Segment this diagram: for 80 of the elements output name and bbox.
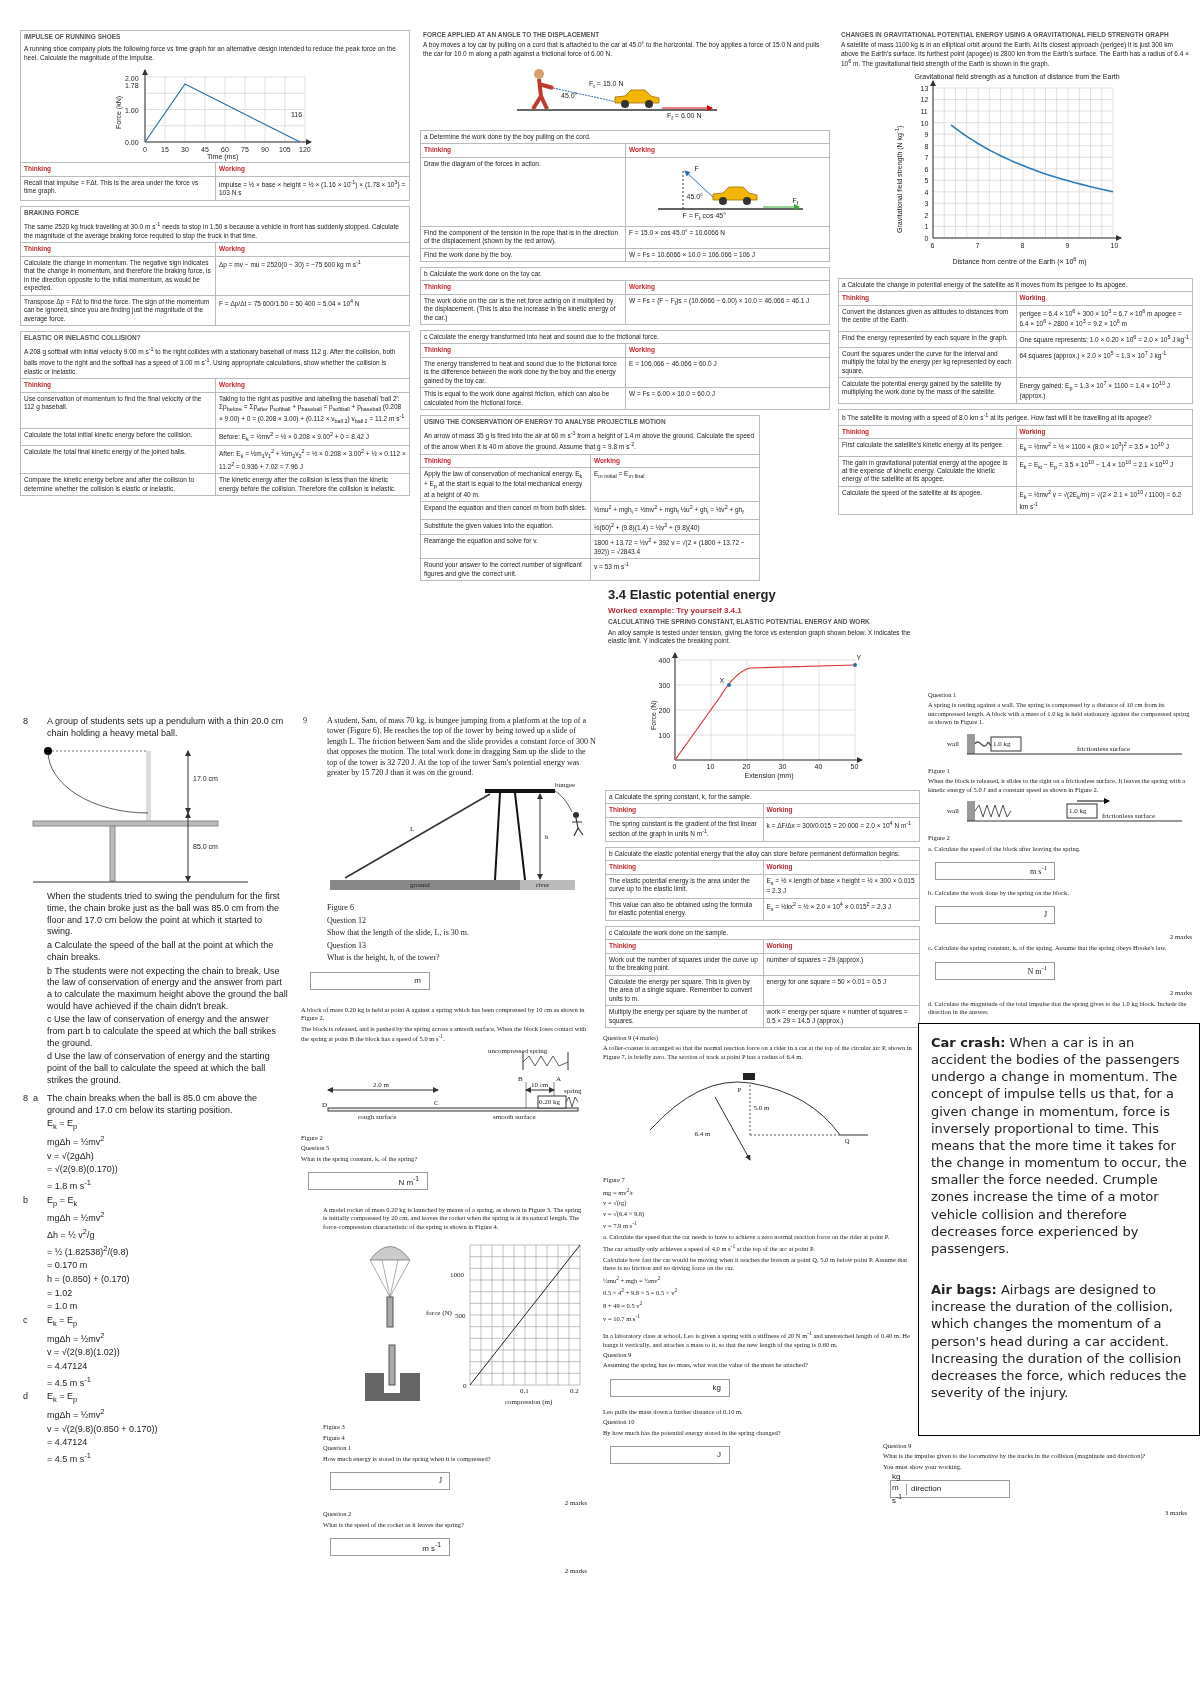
- example-heading: Worked example: Try yourself 3.4.1: [607, 604, 743, 617]
- answer-box: [330, 1538, 450, 1557]
- unit-label: J: [1042, 910, 1048, 921]
- question-text: E$_{k}$ = E$_{p}$: [47, 1118, 79, 1132]
- question-text: mgΔh = ½mv$^{2}$: [47, 1133, 106, 1149]
- question-text: a Calculate the speed of the ball at the point at which the chain breaks.: [47, 940, 275, 964]
- section-heading: 3.4 Elastic potential energy: [607, 586, 777, 604]
- question-text: mgΔh = ½mv$^{2}$: [47, 1330, 106, 1346]
- unit-label: m: [413, 976, 422, 987]
- question-text: Show that the length of the slide, L, is 30 m.: [327, 928, 470, 939]
- answer-box: [330, 1472, 450, 1491]
- question-text: When the students tried to swing the pendulum for the first time, the chain broke just as the ball was 85.0 cm from the floor and 17.0 cm below the point at which it started to swing.: [47, 891, 281, 939]
- unit-label: kg: [711, 1382, 722, 1394]
- question-heading: Question 13: [327, 940, 367, 951]
- question-text: What is the height, h, of the tower?: [327, 952, 441, 964]
- unit-label: m s$^{-1}$: [421, 1540, 442, 1554]
- unit-label: N m$^{-1}$: [1026, 964, 1048, 978]
- question-text: = 4.47124: [47, 1437, 89, 1449]
- question-text: mgΔh = ½mv$^{2}$: [47, 1406, 106, 1422]
- question-text: The chain breaks when the ball is 85.0 cm above the ground and 17.0 cm below its starting position.: [47, 1093, 259, 1117]
- answer-box: [308, 1172, 428, 1191]
- question-number: 9: [303, 716, 307, 727]
- question-text: = 1.8 m s$^{-1}$: [47, 1178, 92, 1193]
- worked-example-table: [605, 926, 920, 1028]
- worked-example-table: [420, 267, 830, 326]
- question-text: A student, Sam, of mass 70 kg, is bungee jumping from a platform at the top of a tower (Figure 6). He reaches the top of the tower by being towed up a slide of length L. The friction between Sam and the slide provides a constant force of 300 N that opposes the motion. The total work done in dragging Sam up the slide to the top of the tower is 32 720 J. At the top of the tower Sam's potential energy was greater by 15 720 J than it was on the ground.: [327, 716, 597, 779]
- question-text: = 1.0 m: [47, 1301, 79, 1314]
- question-heading: Question 12: [327, 915, 367, 927]
- paragraph: Air bags: Airbags are designed to increase the duration of the collision, which changes the momentum of a person's head during a car accident. Increasing the duration of the collision decreases the force, which reduces the severity of the injury.: [931, 1281, 1187, 1402]
- question-text: = 1.02: [47, 1287, 74, 1300]
- unit-label: m s$^{-1}$: [1029, 864, 1048, 878]
- question-number: 8: [23, 716, 28, 728]
- unit-label: N m$^{-1}$: [397, 1174, 420, 1188]
- answer-box: [610, 1378, 730, 1397]
- worked-example-table: [420, 330, 830, 411]
- question-text: = 4.5 m s$^{-1}$: [47, 1374, 92, 1390]
- worked-example-table: [20, 206, 410, 326]
- unit-label: kg m s$^{-1}$: [891, 1472, 903, 1507]
- question-text: mgΔh = ½mv$^{2}$: [47, 1210, 106, 1225]
- question-text: = 0.170 m: [47, 1260, 89, 1272]
- answer-box: [935, 861, 1055, 880]
- question-number: d: [23, 1391, 28, 1403]
- question-text: h = (0.850) + (0.170): [47, 1273, 131, 1286]
- answer-box: [610, 1446, 730, 1465]
- question-text: c Use the law of conservation of energy and the answer from part b to calculate the speed at which the ball strikes the ground.: [47, 1014, 278, 1050]
- worked-example-table: [605, 847, 920, 921]
- question-text: = 4.5 m s$^{-1}$: [47, 1450, 92, 1466]
- question-text: = ½ (1.82538)$^{2}$/(9.8): [47, 1243, 130, 1259]
- question-text: v = √(2(9.8)(0.850 + 0.170)): [47, 1423, 159, 1436]
- worked-example-table: [20, 30, 410, 201]
- question-text: A group of students sets up a pendulum with a thin 20.0 cm chain holding a heavy metal ball.: [47, 716, 285, 740]
- unit-label: J: [437, 1475, 443, 1487]
- question-text: E$_{k}$ = E$_{p}$: [47, 1315, 79, 1329]
- question-number: c: [23, 1315, 28, 1327]
- question-text: b The students were not expecting the chain to break. Use the law of conservation of energy and the answer from part a to calculate the maximum height above the ground the ball would have achieved if the chain didn't break.: [47, 965, 289, 1013]
- question-text: v = √(2(9.8)(1.02)): [47, 1347, 121, 1359]
- answer-box: [935, 961, 1055, 980]
- answer-box: [935, 906, 1055, 925]
- question-text: Δh = ½ v$^{2}$/g: [47, 1226, 96, 1242]
- question-text: d Use the law of conservation of energy and the starting point of the ball to calculate the speed at which the ball strikes the ground.: [47, 1051, 271, 1087]
- question-text: E$_{p}$ = E$_{k}$: [47, 1194, 79, 1209]
- question-text: v = √(2gΔh): [47, 1150, 95, 1163]
- worked-example-table: [605, 790, 920, 842]
- question-text: = √(2(9.8)(0.170)): [47, 1164, 119, 1176]
- text-panel: [918, 1023, 1200, 1437]
- unit-label: direction: [906, 1484, 1005, 1495]
- unit-label: J: [716, 1450, 722, 1461]
- question-number: b: [23, 1194, 28, 1207]
- question-number: 8: [23, 1093, 28, 1105]
- worked-example-table: [420, 130, 830, 263]
- question-text: = 4.47124: [47, 1360, 89, 1373]
- worked-example-table: [838, 278, 1193, 404]
- paragraph: Car crash: When a car is in an accident the bodies of the passengers undergo a change in momentum. The concept of impulse tells us that, for a given change in momentum, force is inversely proportional to time. This means that the more time it takes for the change in momentum to occur, the smaller the force needed. Crumple zones increase the time of a motor vehicle collision and therefore decreases force experienced by passengers.: [931, 1034, 1187, 1258]
- worked-example-table: [420, 415, 760, 582]
- figure-caption: Figure 6: [327, 903, 355, 914]
- answer-box: [310, 972, 430, 991]
- question-text: E$_{k}$ = E$_{p}$: [47, 1391, 79, 1405]
- question-number: a: [33, 1093, 39, 1105]
- worked-example-table: [20, 331, 410, 497]
- worked-example-table: [838, 409, 1193, 515]
